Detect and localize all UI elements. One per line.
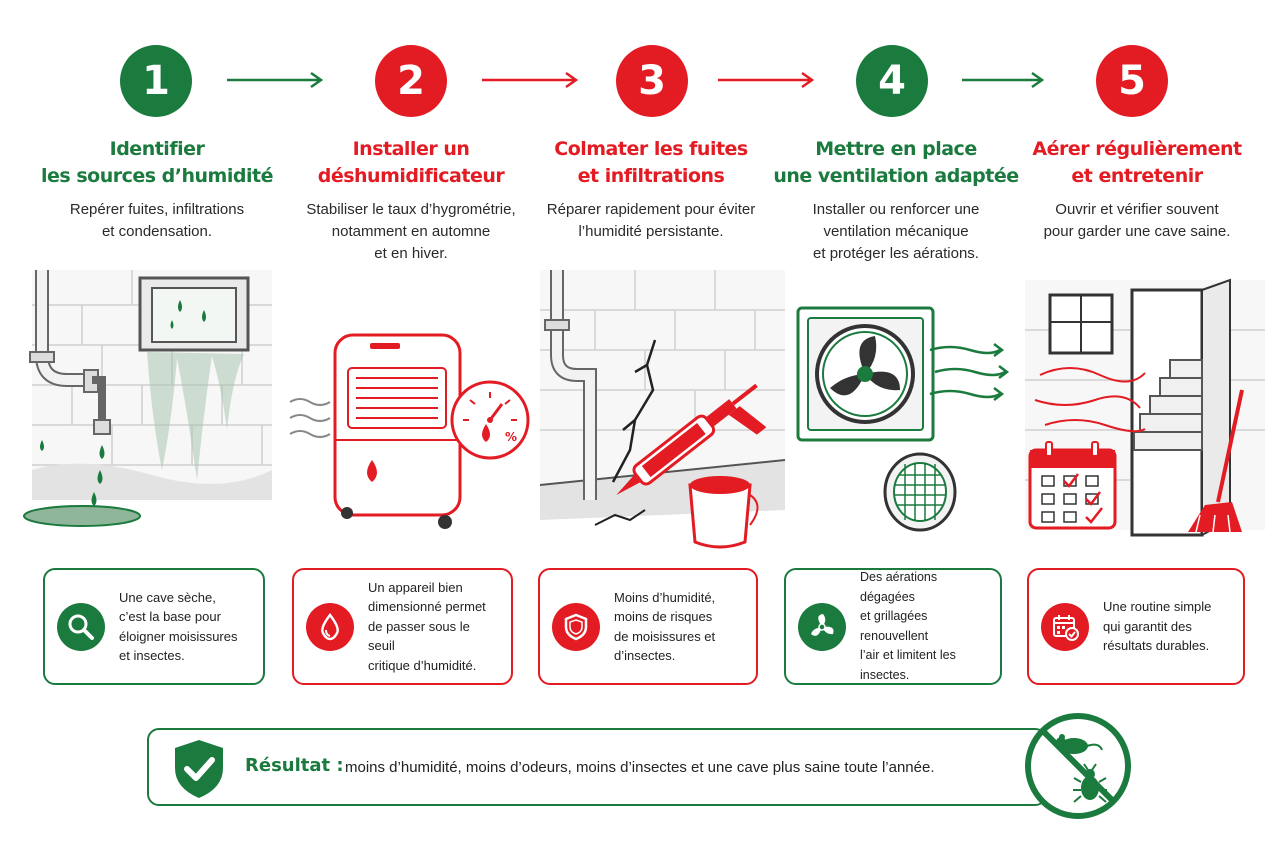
shield-check-icon	[175, 740, 223, 798]
arrow-right-icon	[962, 71, 1045, 89]
step-3-number: 3	[616, 45, 688, 117]
arrow-right-icon	[227, 71, 324, 89]
shield-icon	[552, 602, 600, 651]
sealing-illustration	[539, 270, 786, 549]
arrow-right-icon	[482, 71, 579, 89]
step-5-number: 5	[1096, 45, 1168, 117]
step-2-number: 2	[375, 45, 447, 117]
step-1-number: 1	[120, 45, 192, 117]
step-4-number: 4	[856, 45, 928, 117]
result-text: moins d’humidité, moins d’odeurs, moins …	[345, 759, 935, 776]
ventilation-illustration	[796, 306, 1010, 532]
step-2-description: Stabiliser le taux d’hygrométrie,notamme…	[306, 201, 516, 262]
maintenance-illustration	[1025, 278, 1265, 537]
no-pests-icon	[1025, 713, 1131, 819]
dehumidifier-illustration: %	[289, 333, 530, 529]
gauge-percent-label: %	[505, 430, 517, 444]
fan-icon	[798, 602, 846, 651]
result-banner: Résultat : moins d’humidité, moins d’ode…	[147, 728, 1047, 806]
step-3-card: Moins d’humidité,moins de risques de moi…	[538, 568, 758, 685]
drop-icon	[306, 602, 354, 651]
calendar-check-icon	[1041, 602, 1089, 651]
magnifier-icon	[57, 602, 105, 651]
step-1-card: Une cave sèche,c’est la base pour éloign…	[43, 568, 265, 685]
result-label: Résultat :	[245, 755, 344, 776]
arrow-right-icon	[718, 71, 815, 89]
leak-illustration	[23, 270, 272, 527]
